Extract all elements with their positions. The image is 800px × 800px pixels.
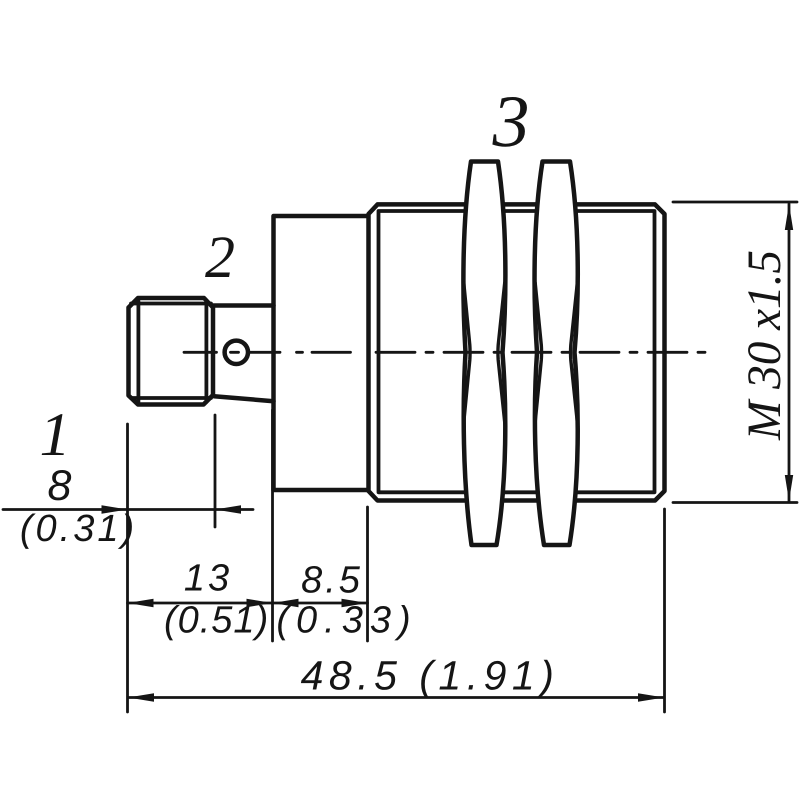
- svg-text:13: 13: [184, 558, 232, 600]
- svg-text:2: 2: [205, 224, 235, 290]
- svg-text:(0.33): (0.33): [276, 600, 417, 642]
- svg-text:M 30 x1.5: M 30 x1.5: [738, 250, 791, 441]
- svg-text:3: 3: [492, 81, 530, 163]
- svg-text:48.5 (1.91): 48.5 (1.91): [301, 653, 560, 699]
- svg-text:8: 8: [48, 462, 75, 510]
- svg-text:1: 1: [40, 401, 71, 469]
- svg-text:(0.31): (0.31): [20, 508, 137, 550]
- svg-text:(0.51): (0.51): [164, 600, 269, 642]
- svg-text:8.5: 8.5: [301, 560, 363, 602]
